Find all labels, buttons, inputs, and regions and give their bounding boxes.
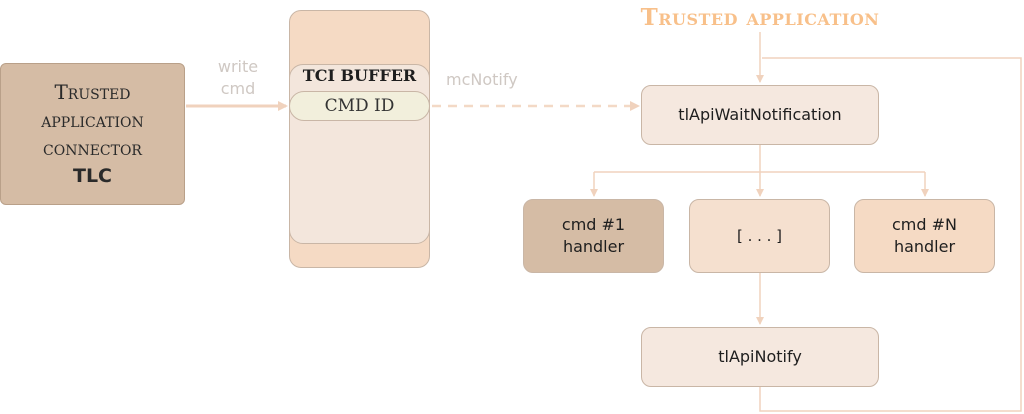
handler-last-node: cmd #N handler	[854, 199, 995, 273]
write-label-line-2: cmd	[220, 79, 256, 98]
tlc-line-4: TLC	[72, 165, 112, 187]
loop-back-line	[759, 57, 1022, 412]
tlc-line-3: connector	[43, 136, 142, 160]
handler-last-line-1: cmd #N	[892, 215, 957, 234]
tlc-line-1: Trusted	[54, 80, 131, 104]
api-notify-node: tlApiNotify	[641, 327, 879, 387]
tci-buffer-title: TCI BUFFER	[302, 66, 417, 85]
write-label-line-1: write	[217, 57, 259, 76]
tlc-line-2: application	[41, 108, 144, 132]
handler-first-line-2: handler	[562, 237, 625, 256]
handler-first-line-1: cmd #1	[561, 215, 626, 234]
mcnotify-label: mcNotify	[446, 70, 518, 89]
tlc-box: Trusted application connector TLC	[0, 63, 185, 205]
handler-first-node: cmd #1 handler	[523, 199, 664, 273]
trusted-application-title: Trusted application	[640, 4, 880, 31]
wait-notification-node: tlApiWaitNotification	[641, 85, 879, 145]
cmd-id-pill: CMD ID	[289, 91, 430, 121]
handler-last-line-2: handler	[893, 237, 956, 256]
handler-middle-node: [ . . . ]	[689, 199, 830, 273]
write-cmd-label: write cmd	[198, 56, 278, 100]
